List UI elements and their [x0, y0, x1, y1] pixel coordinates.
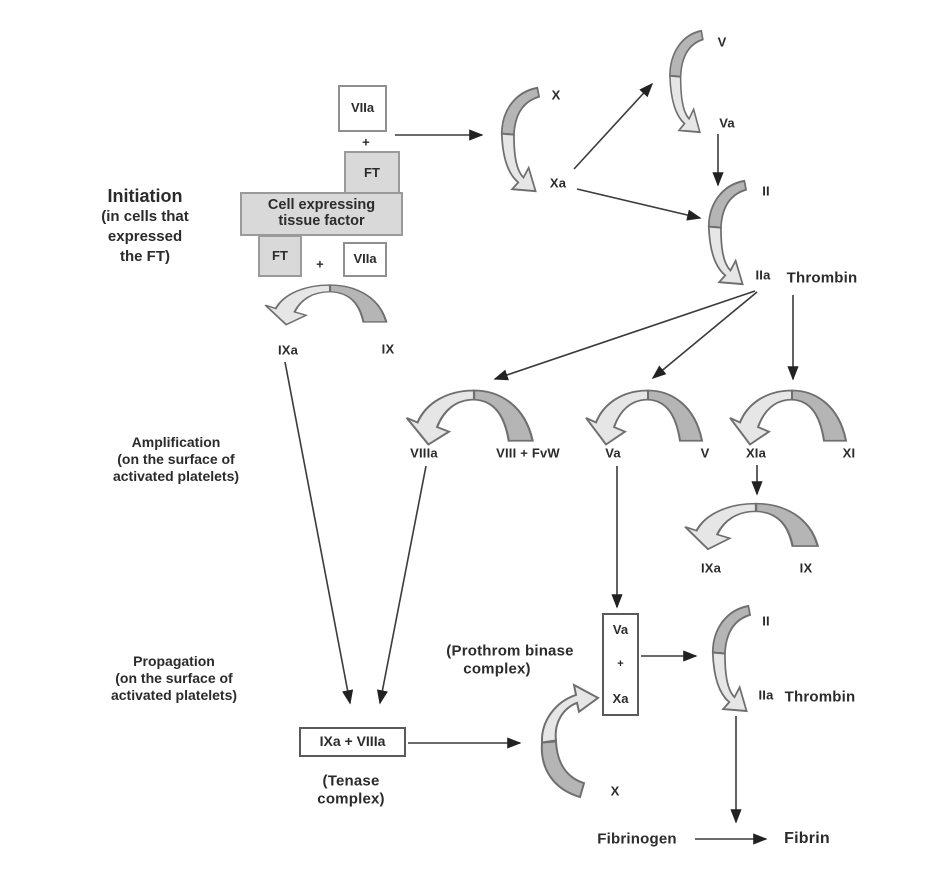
factor-va-amplification-label: Va	[605, 445, 621, 461]
factor-ix-label: IX	[799, 560, 813, 576]
factor-v-label: V	[717, 34, 727, 50]
stage-amplification-line: (on the surface of	[117, 451, 235, 467]
factor-viia-top-label: VIIa	[350, 100, 375, 116]
tenase-complex-box: IXa + VIIIa	[299, 727, 406, 757]
xi-to-xia-arc-icon	[729, 389, 848, 446]
prothrombinase-xa-label: Xa	[612, 690, 629, 706]
ii-to-iia-propagation-arc-icon	[711, 604, 752, 713]
cell-box-text: Cell expressing tissue factor	[267, 197, 376, 230]
plus-sign-bottom: +	[316, 256, 324, 272]
factor-ixa-label: IXa	[700, 560, 722, 576]
stage-initiation-line: expressed	[107, 228, 183, 245]
tissue-factor-top-box: FT	[344, 151, 400, 196]
stage-initiation-title: Initiation	[107, 186, 183, 206]
stage-propagation-line: activated platelets)	[110, 687, 238, 703]
arrow-viiia-to-tenase	[376, 465, 427, 705]
plus-sign-top: +	[362, 134, 370, 150]
cell-box-line: tissue factor	[278, 213, 365, 229]
factor-viia-bottom-label: VIIa	[353, 251, 377, 267]
fibrinogen-label: Fibrinogen	[597, 830, 677, 848]
x-to-prothrombinase-arc-icon	[540, 683, 600, 799]
factor-viia-bottom-box: VIIa	[343, 242, 387, 277]
arrow-xa-to-ii	[576, 188, 702, 221]
prothrombinase-caption-line1: (Prothrom binase	[446, 642, 574, 660]
factor-v-amplification-label: V	[700, 445, 710, 461]
thrombin-label: Thrombin	[786, 269, 858, 287]
cell-expressing-tissue-factor-box: Cell expressing tissue factor	[240, 192, 403, 236]
stage-initiation-line: the FT)	[120, 248, 170, 265]
stage-initiation-line: (in cells that	[101, 208, 189, 225]
tenase-caption-line2: complex)	[317, 790, 385, 808]
factor-iia-propagation-label: IIa	[758, 687, 774, 703]
prothrombinase-va-label: Va	[612, 622, 629, 637]
prothrombinase-complex-box: Va + Xa	[602, 613, 639, 716]
v-to-va-arc-icon	[669, 29, 704, 134]
ii-to-iia-arc-icon	[707, 179, 748, 286]
stage-propagation-title: Propagation	[133, 653, 215, 669]
tissue-factor-bottom-box: FT	[258, 235, 302, 277]
factor-iia-label: IIa	[755, 267, 771, 283]
tissue-factor-bottom-label: FT	[272, 247, 288, 263]
stage-amplification: Amplification (on the surface of activat…	[113, 434, 239, 485]
prothrombinase-caption-line2: complex)	[463, 660, 531, 678]
stage-propagation-line: (on the surface of	[115, 670, 233, 686]
factor-va-label: Va	[719, 115, 735, 131]
factor-ii-label: II	[762, 183, 770, 199]
arrow-ixa-to-tenase	[284, 361, 354, 705]
factor-x-propagation-label: X	[610, 783, 620, 799]
factor-ixa-initiation-label: IXa	[277, 342, 299, 358]
stage-initiation: Initiation (in cells that expressed the …	[101, 186, 189, 267]
cell-box-line: Cell expressing	[267, 197, 376, 214]
ix-to-ixa-arc-icon	[684, 502, 820, 551]
prothrombinase-plus-sign: +	[617, 658, 624, 671]
tissue-factor-top-label: FT	[364, 165, 380, 181]
x-to-xa-arc-icon	[500, 86, 541, 193]
stage-amplification-line: activated platelets)	[112, 468, 240, 484]
factor-xi-label: XI	[842, 445, 856, 461]
arrow-thrombin-to-viii	[493, 290, 756, 381]
v-to-va-amplification-arc-icon	[585, 389, 704, 446]
arrow-xa-to-v	[573, 82, 654, 170]
thrombin-propagation-label: Thrombin	[784, 688, 856, 706]
initiation-ix-to-ixa-arc-icon	[264, 284, 388, 326]
stage-amplification-title: Amplification	[131, 434, 221, 450]
factor-viia-top-box: VIIa	[338, 85, 387, 132]
factor-xia-label: XIa	[745, 445, 767, 461]
factor-ii-propagation-label: II	[762, 613, 770, 629]
factor-viii-fvw-label: VIII + FvW	[496, 445, 560, 461]
factor-ix-initiation-label: IX	[381, 341, 395, 357]
tenase-complex-label: IXa + VIIIa	[319, 733, 386, 750]
factor-xa-label: Xa	[549, 175, 567, 191]
stage-propagation: Propagation (on the surface of activated…	[111, 653, 237, 704]
factor-viiia-label: VIIIa	[410, 445, 438, 461]
fibrin-label: Fibrin	[784, 830, 830, 847]
viii-to-viiia-arc-icon	[405, 389, 534, 446]
tenase-caption-line1: (Tenase	[322, 772, 380, 790]
arrow-thrombin-to-v	[651, 291, 758, 380]
factor-x-label: X	[551, 87, 561, 103]
